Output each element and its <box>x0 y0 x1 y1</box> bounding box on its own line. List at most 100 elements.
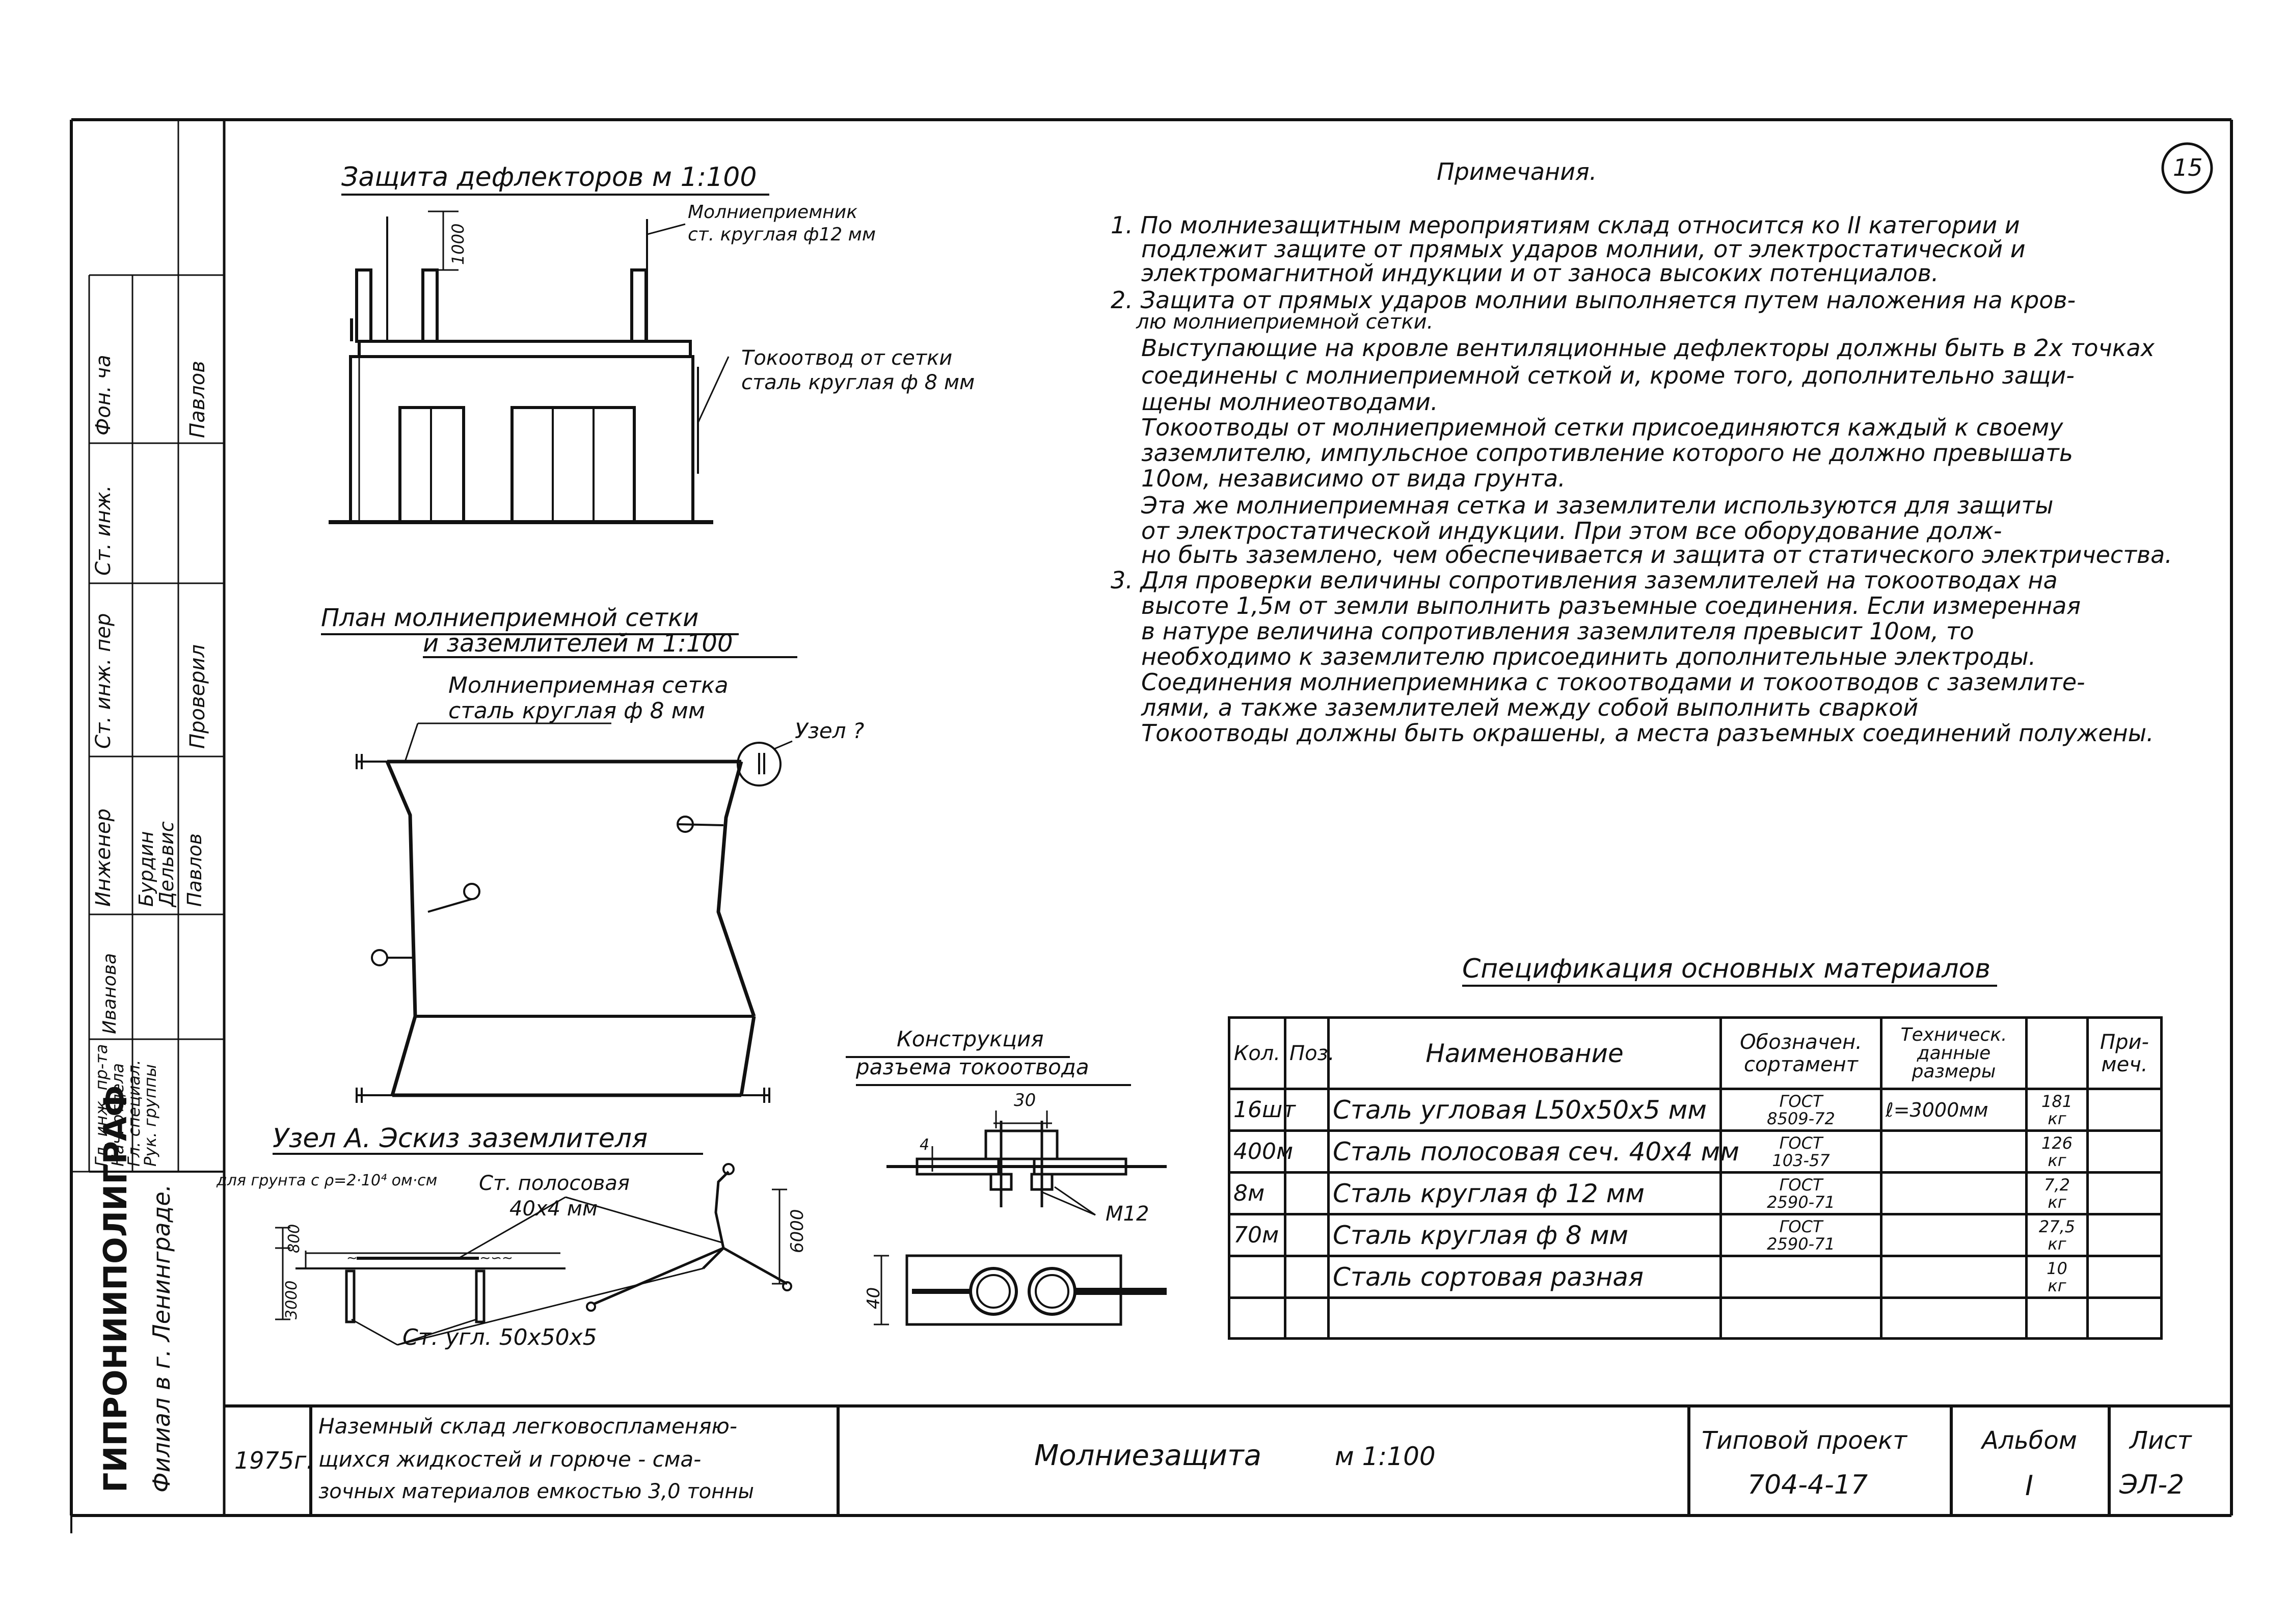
cell-note <box>2086 1088 2163 1132</box>
col-note-line1: При- <box>2100 1030 2149 1054</box>
note-line: лю молниеприемной сетки. <box>1136 310 1434 334</box>
col-name: Наименование <box>1327 1016 1722 1090</box>
cell-gost-1: ГОСТ <box>1779 1175 1823 1195</box>
note-line: Эта же молниеприемная сетка и заземлител… <box>1141 492 2054 519</box>
note-line: в натуре величина сопротивления заземлит… <box>1141 617 1974 645</box>
cell-empty <box>1880 1296 2028 1340</box>
album-value: I <box>2025 1470 2033 1502</box>
cell-qty: 400м <box>1228 1129 1293 1174</box>
name-ivanova: Иванова <box>99 953 120 1034</box>
cell-qty: 16шт <box>1228 1088 1296 1132</box>
note-line: Выступающие на кровле вентиляционные деф… <box>1141 334 2155 362</box>
note-line: Токоотводы должны быть окрашены, а места… <box>1141 719 2154 747</box>
role-senior-engineer-ped: Ст. инж. пер <box>92 613 115 749</box>
dim-4: 4 <box>920 1136 930 1154</box>
soil-note: для грунта с ρ=2·10⁴ ом·см <box>217 1172 438 1189</box>
note-line: 2. Защита от прямых ударов молнии выполн… <box>1111 286 2076 314</box>
col-mass <box>2025 1016 2089 1090</box>
col-tech-line1: Техническ. <box>1900 1024 2007 1045</box>
cell-mass-1: 27,5 <box>2038 1216 2076 1236</box>
plan-title-1: План молниеприемной сетки <box>321 604 699 632</box>
cell-name: Сталь круглая ф 12 мм <box>1327 1171 1722 1215</box>
cell-qty <box>1228 1255 1286 1299</box>
role-phon: Фон. ча <box>92 355 115 436</box>
object-line-3: зочных материалов емкостью 3,0 тонны <box>318 1480 754 1503</box>
col-designation: Обозначен. сортамент <box>1719 1016 1882 1090</box>
dim-1000: 1000 <box>448 223 468 265</box>
col-tech: Техническ. данные размеры <box>1880 1016 2028 1090</box>
album-label: Альбом <box>1982 1426 2077 1455</box>
cell-empty <box>1327 1296 1722 1340</box>
col-tech-line2: данные <box>1917 1042 1991 1064</box>
cell-name: Сталь круглая ф 8 мм <box>1327 1213 1722 1257</box>
cell-mass-1: 181 <box>2041 1091 2073 1111</box>
sheet-number: 15 <box>2173 154 2203 181</box>
joint-title-2: разъема токоотвода <box>856 1054 1089 1079</box>
node-label: Узел ? <box>795 718 865 743</box>
note-line: 3. Для проверки величины сопротивления з… <box>1111 566 2058 594</box>
cell-tech <box>1880 1213 2028 1257</box>
note-line: заземлителю, импульсное сопротивление ко… <box>1141 439 2073 467</box>
cell-mass-1: 7,2 <box>2044 1175 2070 1195</box>
cell-empty <box>1228 1296 1286 1340</box>
note-line: высоте 1,5м от земли выполнить разъемные… <box>1141 592 2081 619</box>
cell-empty <box>2086 1296 2163 1340</box>
sheet-scale: м 1:100 <box>1335 1442 1436 1471</box>
cell-name: Сталь полосовая сеч. 40х4 мм <box>1327 1129 1739 1174</box>
cell-pos <box>1284 1255 1330 1299</box>
cell-tech <box>1880 1255 2028 1299</box>
role-senior-engineer: Ст. инж. <box>92 485 115 576</box>
cell-mass-1: 126 <box>2041 1133 2073 1153</box>
cell-gost-1: ГОСТ <box>1779 1091 1823 1111</box>
col-note-line2: меч. <box>2101 1052 2148 1076</box>
note-line: но быть заземлено, чем обеспечивается и … <box>1141 541 2172 569</box>
cell-mass-1: 10 <box>2047 1258 2067 1278</box>
notes-title: Примечания. <box>1437 158 1597 185</box>
dim-3000: 3000 <box>283 1280 301 1319</box>
col-designation-line2: сортамент <box>1744 1052 1858 1076</box>
table-row <box>1228 1296 2163 1340</box>
cell-pos <box>1284 1171 1330 1215</box>
note-line: подлежит защите от прямых ударов молнии,… <box>1141 235 2026 263</box>
sheet-title: Молниезащита <box>1034 1439 1262 1472</box>
sheet-label: Лист <box>2130 1426 2192 1455</box>
cell-tech: ℓ=3000мм <box>1880 1088 2028 1132</box>
branch-name: Филиал в г. Ленинграде. <box>148 1184 175 1493</box>
cell-note <box>2086 1255 2163 1299</box>
strip-label: Ст. полосовая <box>479 1172 630 1195</box>
name-pavlov-2: Павлов <box>186 361 209 438</box>
svg-text:∼∽∼∽∼∽∼∽∼∽∼∽∼∽∼: ∼∽∼∽∼∽∼∽∼∽∼∽∼∽∼ <box>346 1251 513 1266</box>
cell-name: Сталь угловая L50х50х5 мм <box>1327 1088 1722 1132</box>
note-line: 1. По молниезащитным мероприятиям склад … <box>1111 211 2020 239</box>
cell-mass-2: кг <box>2048 1108 2066 1128</box>
cell-gost-1: ГОСТ <box>1779 1216 1823 1236</box>
project-number: 704-4-17 <box>1747 1470 1868 1500</box>
role-group-head: Рук. группы <box>141 1064 160 1167</box>
cell-gost <box>1719 1255 1882 1299</box>
cell-note <box>2086 1213 2163 1257</box>
cell-name: Сталь сортовая разная <box>1327 1255 1722 1299</box>
strip-spec: 40х4 мм <box>509 1197 598 1221</box>
cell-gost-2: 2590-71 <box>1767 1234 1835 1254</box>
cell-mass-2: кг <box>2048 1276 2066 1295</box>
down-conductor-spec: сталь круглая ф 8 мм <box>741 371 975 394</box>
angle-label: Ст. угл. 50х50х5 <box>402 1324 597 1350</box>
cell-mass-2: кг <box>2048 1192 2066 1212</box>
col-pos: Поз. <box>1284 1016 1335 1090</box>
note-line: Соединения молниеприемника с токоотводам… <box>1141 668 2085 696</box>
cell-pos <box>1284 1088 1330 1132</box>
note-line: соединены с молниеприемной сеткой и, кро… <box>1141 362 2075 389</box>
lightning-rod-label: Молниеприемник <box>688 202 857 223</box>
cell-empty <box>1284 1296 1330 1340</box>
object-line-2: щихся жидкостей и горюче - сма- <box>318 1447 702 1472</box>
cell-note <box>2086 1129 2163 1174</box>
